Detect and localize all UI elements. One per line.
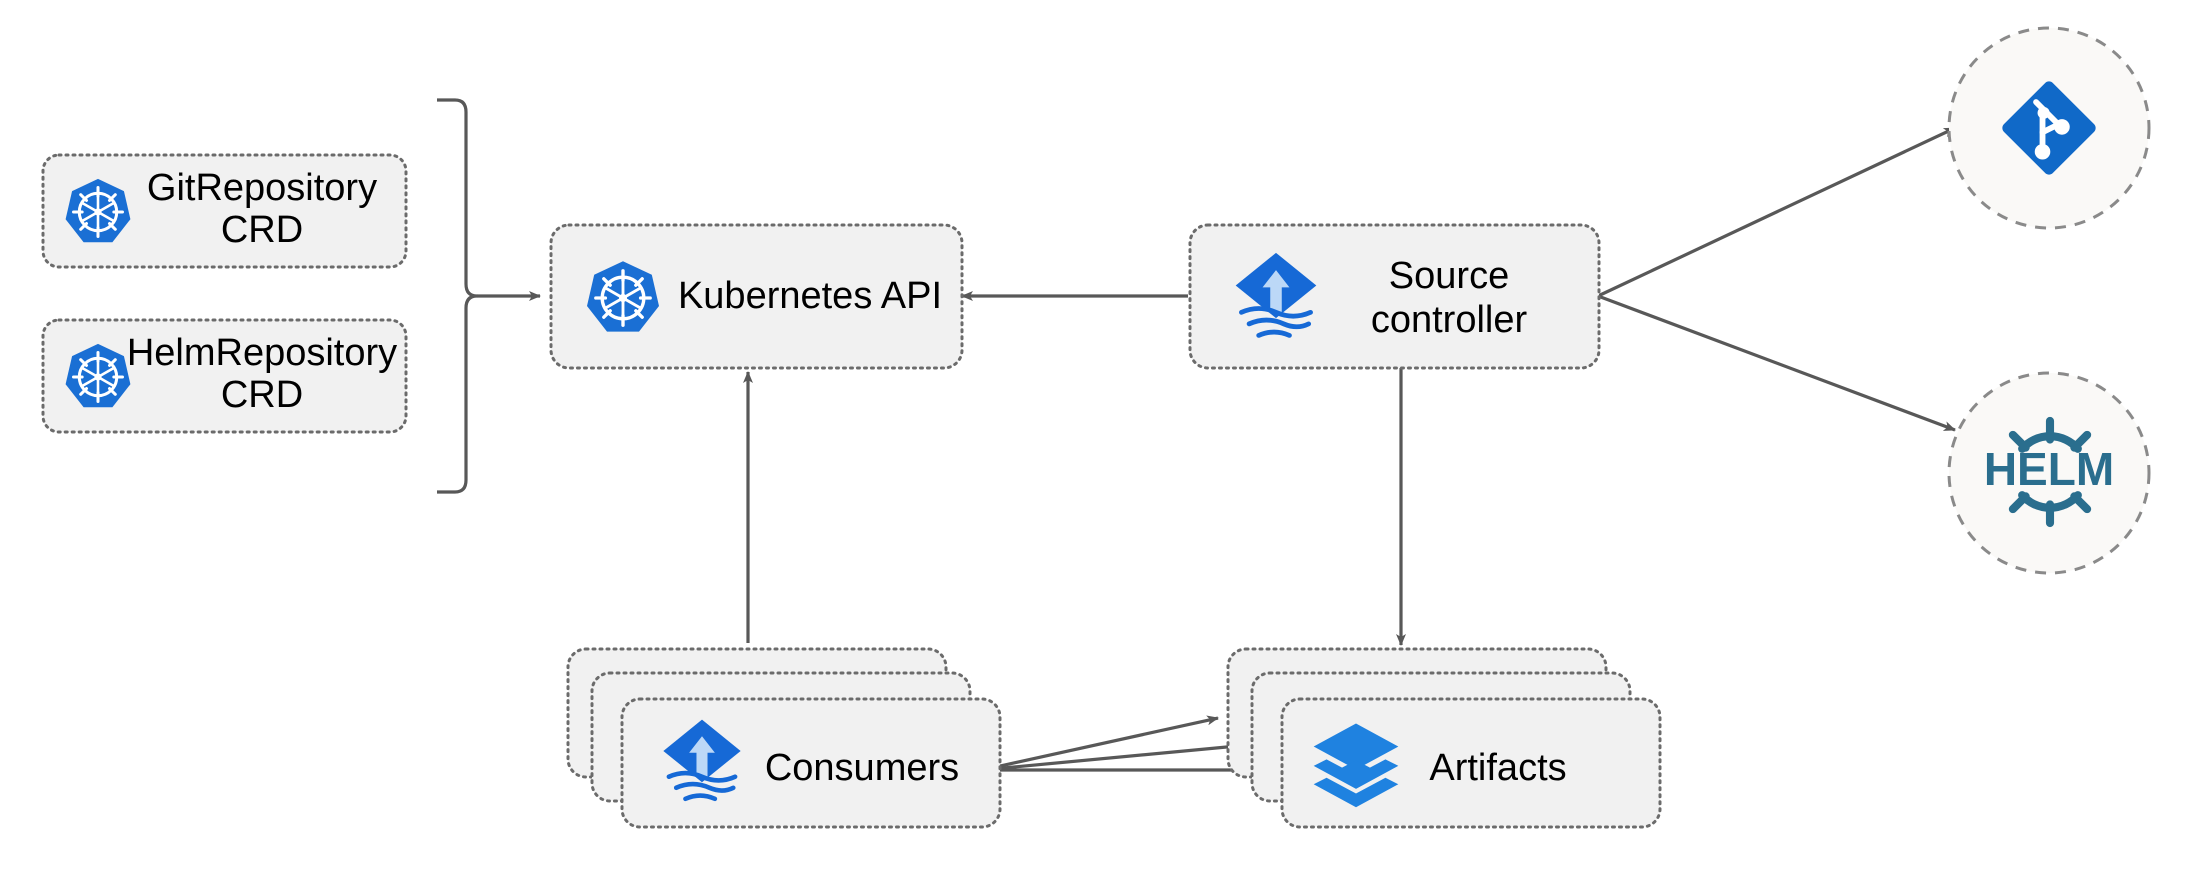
node-helmrepository-crd[interactable]: HelmRepository CRD — [41, 318, 408, 434]
node-label: Artifacts — [1429, 747, 1566, 789]
node-gitrepository-crd[interactable]: GitRepository CRD — [41, 153, 408, 269]
helm-wordmark: HELM — [1984, 443, 2114, 495]
stack-layer-front — [620, 697, 1002, 829]
node-label-secondary: controller — [1371, 299, 1528, 341]
node-kubernetes-api[interactable]: Kubernetes API — [549, 223, 964, 370]
external-helm-repo[interactable]: HELM — [1947, 371, 2151, 575]
node-label: Consumers — [765, 747, 959, 789]
node-artifacts[interactable]: Artifacts — [1226, 647, 1662, 829]
node-consumers[interactable]: Consumers — [566, 647, 1002, 829]
crd-group-bracket — [437, 98, 479, 494]
node-label: Source — [1389, 255, 1509, 297]
node-label-secondary: CRD — [221, 209, 303, 251]
node-label: HelmRepository — [127, 332, 397, 374]
external-git-repo[interactable] — [1947, 26, 2151, 230]
edge-source-controller-to-git-repo — [1597, 126, 1956, 298]
edge-source-controller-to-helm-repo — [1597, 294, 1956, 432]
node-label-secondary: CRD — [221, 374, 303, 416]
node-label: GitRepository — [147, 167, 377, 209]
node-source-controller[interactable]: Source controller — [1188, 223, 1601, 370]
edge-consumers-to-artifacts — [981, 715, 1279, 775]
node-label: Kubernetes API — [678, 275, 942, 317]
